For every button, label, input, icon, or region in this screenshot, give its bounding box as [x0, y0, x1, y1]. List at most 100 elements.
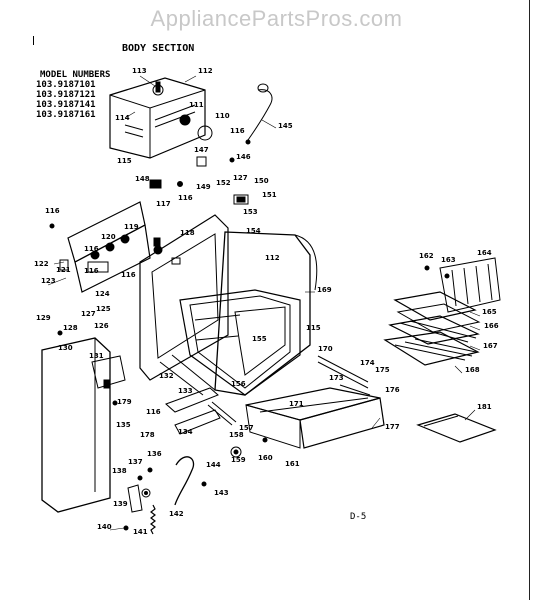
part-number-label: 174 — [360, 359, 375, 367]
part-number-label: 112 — [265, 254, 280, 262]
model-number: 103.9187101 — [36, 80, 96, 90]
part-number-label: 151 — [262, 191, 277, 199]
part-number-label: 121 — [56, 266, 71, 274]
part-number-label: 113 — [132, 67, 147, 75]
part-number-label: 163 — [441, 256, 456, 264]
part-number-label: 178 — [140, 431, 155, 439]
part-number-label: 142 — [169, 510, 184, 518]
access-panel — [416, 413, 497, 443]
oven-front-frame — [139, 214, 229, 381]
range-side-panel — [41, 330, 126, 513]
part-number-label: 111 — [189, 101, 204, 109]
part-number-label: 116 — [146, 408, 161, 416]
part-number-label: 154 — [246, 227, 261, 235]
part-number-label: 126 — [94, 322, 109, 330]
oven-vent-housing — [109, 77, 213, 159]
part-number-label: 153 — [243, 208, 258, 216]
part-number-label: 169 — [317, 286, 332, 294]
watermark: AppliancePartsPros.com — [150, 6, 403, 31]
part-number-label: 116 — [178, 194, 193, 202]
part-number-label: 115 — [306, 324, 321, 332]
part-number-label: 135 — [116, 421, 131, 429]
oven-racks — [383, 257, 501, 366]
part-number-label: 155 — [252, 335, 267, 343]
page-code: D-5 — [350, 512, 367, 522]
part-number-label: 144 — [206, 461, 221, 469]
part-number-label: 162 — [419, 252, 434, 260]
part-number-label: 130 — [58, 344, 73, 352]
corner-tick-mark — [33, 36, 34, 45]
model-numbers-label: MODEL NUMBERS — [40, 70, 111, 80]
part-number-label: 179 — [117, 398, 132, 406]
part-number-label: 170 — [318, 345, 333, 353]
part-number-label: 127 — [233, 174, 248, 182]
part-number-label: 115 — [117, 157, 132, 165]
part-number-label: 118 — [180, 229, 195, 237]
part-number-label: 127 — [81, 310, 96, 318]
part-number-label: 116 — [84, 267, 99, 275]
part-number-label: 116 — [230, 127, 245, 135]
part-number-label: 181 — [477, 403, 492, 411]
door-hinges-and-springs — [123, 456, 207, 535]
part-number-label: 132 — [159, 372, 174, 380]
part-number-label: 112 — [198, 67, 213, 75]
part-number-label: 116 — [84, 245, 99, 253]
part-number-label: 176 — [385, 386, 400, 394]
part-number-label: 146 — [236, 153, 251, 161]
part-number-label: 116 — [121, 271, 136, 279]
model-number: 103.9187121 — [36, 90, 96, 100]
part-number-label: 168 — [465, 366, 480, 374]
part-number-label: 164 — [477, 249, 492, 257]
model-number: 103.9187161 — [36, 110, 96, 120]
small-brackets — [149, 156, 249, 205]
model-numbers-list: 103.9187101 103.9187121 103.9187141 103.… — [36, 80, 96, 120]
part-number-label: 173 — [329, 374, 344, 382]
part-number-label: 110 — [215, 112, 230, 120]
part-number-label: 161 — [285, 460, 300, 468]
part-number-label: 149 — [196, 183, 211, 191]
part-number-label: 160 — [258, 454, 273, 462]
part-number-label: 119 — [124, 223, 139, 231]
part-number-label: 137 — [128, 458, 143, 466]
part-number-label: 125 — [96, 305, 111, 313]
part-number-label: 171 — [289, 400, 304, 408]
page-edge-line — [529, 0, 530, 600]
part-number-label: 166 — [484, 322, 499, 330]
part-number-label: 133 — [178, 387, 193, 395]
callout-leader-lines — [47, 75, 481, 531]
control-panel-backguard — [49, 201, 151, 293]
part-number-label: 139 — [113, 500, 128, 508]
oven-light-wire — [245, 83, 273, 145]
part-number-label: 159 — [231, 456, 246, 464]
part-number-label: 156 — [231, 380, 246, 388]
part-number-label: 116 — [45, 207, 60, 215]
part-number-label: 152 — [216, 179, 231, 187]
part-number-label: 167 — [483, 342, 498, 350]
part-number-label: 141 — [133, 528, 148, 536]
part-number-label: 147 — [194, 146, 209, 154]
lower-kick-parts — [165, 387, 242, 458]
part-number-label: 128 — [63, 324, 78, 332]
part-number-label: 148 — [135, 175, 150, 183]
part-number-label: 175 — [375, 366, 390, 374]
part-number-label: 150 — [254, 177, 269, 185]
storage-drawer — [245, 355, 385, 449]
part-number-label: 143 — [214, 489, 229, 497]
model-number: 103.9187141 — [36, 100, 96, 110]
part-number-label: 131 — [89, 352, 104, 360]
part-number-label: 177 — [385, 423, 400, 431]
part-number-label: 157 — [239, 424, 254, 432]
section-title: BODY SECTION — [122, 43, 195, 54]
part-number-label: 158 — [229, 431, 244, 439]
part-number-label: 114 — [115, 114, 130, 122]
part-number-label: 138 — [112, 467, 127, 475]
part-number-label: 123 — [41, 277, 56, 285]
part-number-label: 124 — [95, 290, 110, 298]
part-number-label: 122 — [34, 260, 49, 268]
part-number-label: 129 — [36, 314, 51, 322]
oven-cavity-liner — [159, 231, 318, 396]
part-number-label: 165 — [482, 308, 497, 316]
part-number-label: 117 — [156, 200, 171, 208]
